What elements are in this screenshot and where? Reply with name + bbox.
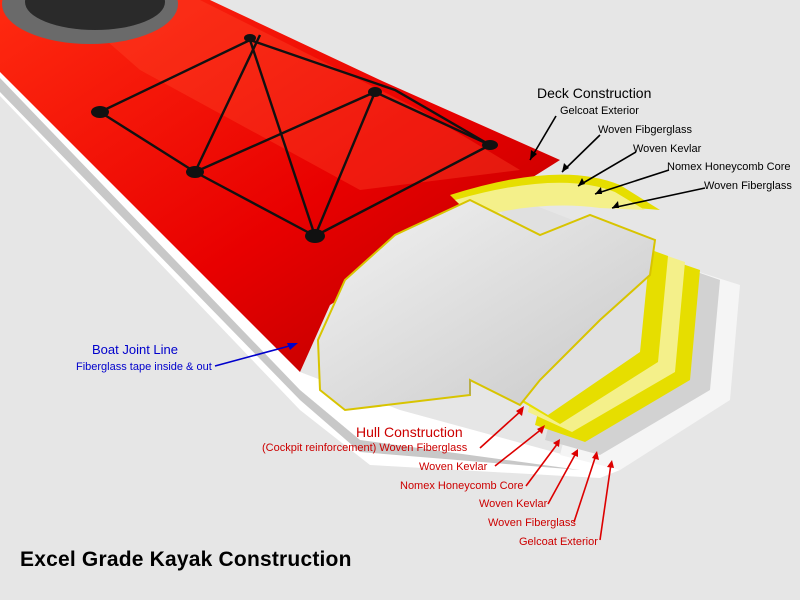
hull-layer-kevlar-2: Woven Kevlar <box>479 498 548 510</box>
hull-layer-gelcoat: Gelcoat Exterior <box>519 536 598 548</box>
joint-note: Fiberglass tape inside & out <box>76 361 212 373</box>
joint-heading: Boat Joint Line <box>92 342 179 357</box>
deck-leader-lines <box>529 115 706 209</box>
bungee-fittings <box>91 34 498 243</box>
deck-layer-gelcoat: Gelcoat Exterior <box>560 105 639 117</box>
deck-layer-honeycomb: Nomex Honeycomb Core <box>667 161 791 173</box>
hull-arrowheads <box>516 406 614 468</box>
hull-layer-kevlar: Woven Kevlar <box>419 461 488 473</box>
joint-leader-line <box>214 344 294 367</box>
inner-fiberglass-skin <box>316 198 657 412</box>
kayak-deck-highlight <box>60 0 520 190</box>
hull-layer-cockpit-fiberglass: (Cockpit reinforcement) Woven Fiberglass <box>262 442 468 454</box>
deck-layer-kevlar: Woven Kevlar <box>633 143 702 155</box>
deck-construction-heading: Deck Construction <box>537 85 652 101</box>
deck-layer-fiberglass-inner: Woven Fiberglass <box>704 180 792 192</box>
hull-layer-honeycomb: Nomex Honeycomb Core <box>400 480 524 492</box>
deck-arrowheads <box>530 150 619 208</box>
hull-construction-heading: Hull Construction <box>356 424 463 440</box>
page-title: Excel Grade Kayak Construction <box>20 548 352 571</box>
hull-layer-fiberglass: Woven Fiberglass <box>488 517 576 529</box>
deck-bungee-cords <box>99 34 491 238</box>
cockpit-rim-inner <box>25 0 165 30</box>
hull-gelcoat-edge <box>0 70 620 478</box>
hull-leader-lines <box>479 409 612 541</box>
deck-layer-fiberglass: Woven Fibgerglass <box>598 124 692 136</box>
